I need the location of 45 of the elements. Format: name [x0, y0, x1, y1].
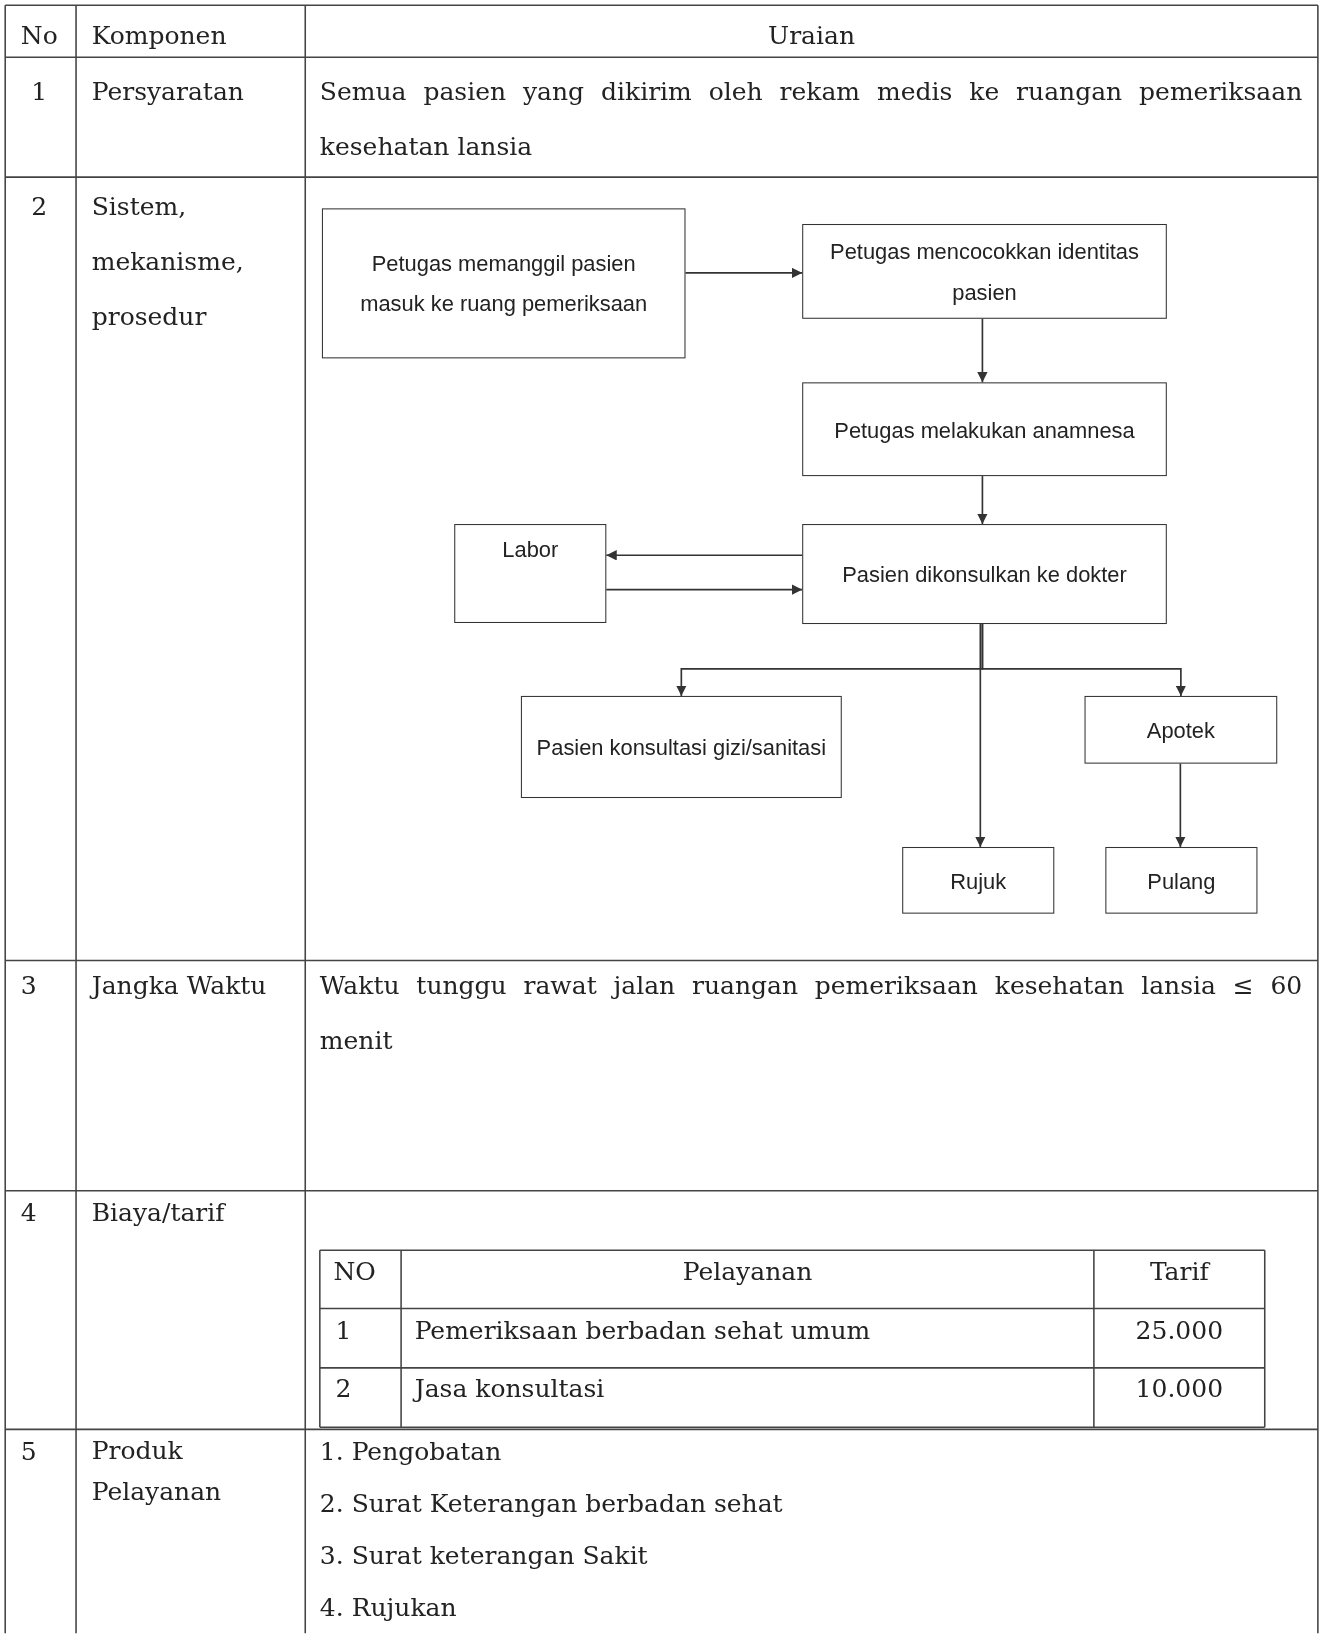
arrow — [605, 584, 804, 595]
price-text: 25.000 — [1134, 1314, 1225, 1347]
row-number: 2 — [31, 190, 48, 223]
row-number: 2 — [335, 1373, 352, 1406]
process-box: Petugas mencocokkan identitas pasien — [802, 224, 1167, 319]
component-name: Produk Pelayanan — [91, 1434, 223, 1509]
arrow — [605, 550, 804, 561]
service-name: Jasa konsultasi — [414, 1373, 605, 1406]
description-text: Waktu tunggu rawat jalan ruangan pemeriksaan kesehatan lansia ≤ 60 menit — [319, 969, 1303, 1058]
column-header: NO — [333, 1256, 376, 1289]
price-text: 10.000 — [1134, 1373, 1225, 1406]
list-item: 1. Pengobatan — [319, 1435, 502, 1468]
list-item: 4. Rujukan — [319, 1591, 457, 1625]
component-name: Biaya/tarif — [91, 1197, 225, 1230]
component-name: Sistem, mekanisme, prosedur — [91, 190, 245, 334]
column-header: No — [20, 19, 58, 52]
description-text: Semua pasien yang dikirim oleh rekam medis ke ruangan pemeriksaan kesehatan lansia — [319, 76, 1303, 164]
column-header: Komponen — [91, 19, 227, 52]
column-header: Uraian — [767, 19, 856, 52]
row-number: 5 — [20, 1435, 37, 1468]
process-box: Petugas melakukan anamnesa — [802, 382, 1167, 477]
component-name: Persyaratan — [91, 76, 244, 109]
column-header: Tarif — [1148, 1256, 1212, 1289]
arrow — [977, 475, 988, 525]
row-number: 1 — [335, 1314, 352, 1347]
row-number: 3 — [20, 969, 37, 1003]
component-name: Jangka Waktu — [91, 969, 268, 1003]
column-header: Pelayanan — [681, 1256, 814, 1289]
list-item: 2. Surat Keterangan berbadan sehat — [319, 1487, 783, 1520]
arrow — [684, 267, 804, 279]
process-box: Apotek — [1084, 695, 1278, 764]
arrow — [975, 623, 986, 848]
service-name: Pemeriksaan berbadan sehat umum — [414, 1314, 871, 1347]
arrow — [981, 623, 1187, 697]
process-box: Rujuk — [902, 847, 1055, 914]
list-item: 3. Surat keterangan Sakit — [319, 1539, 648, 1572]
process-box: Petugas memanggil pasien masuk ke ruang pemeriksaan — [321, 208, 686, 359]
process-box: Pasien dikonsulkan ke dokter — [802, 524, 1167, 625]
process-box: Pulang — [1105, 847, 1258, 914]
arrow — [977, 317, 988, 384]
process-box: Labor — [454, 524, 607, 623]
process-box: Pasien konsultasi gizi/sanitasi — [520, 695, 842, 798]
arrow — [1175, 762, 1186, 848]
row-number: 1 — [31, 76, 48, 109]
row-number: 4 — [20, 1197, 37, 1230]
